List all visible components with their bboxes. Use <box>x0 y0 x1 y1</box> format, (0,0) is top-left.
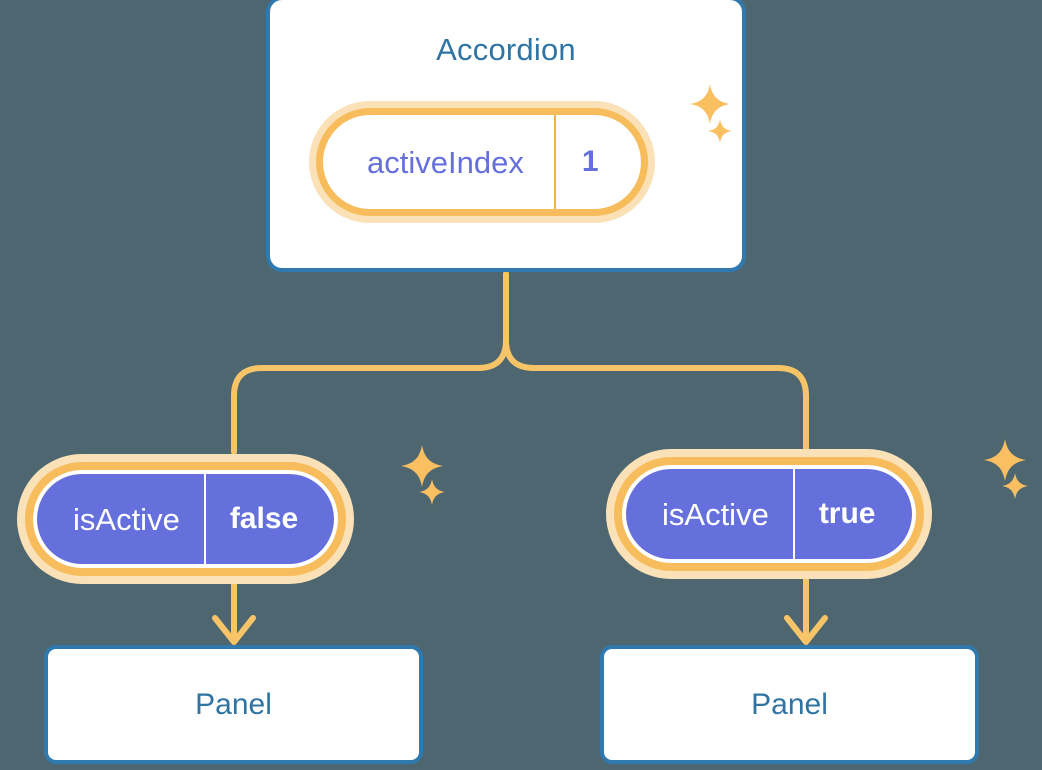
state-value-label: 1 <box>553 115 641 209</box>
state-value-label: true <box>792 469 912 559</box>
state-value-label: false <box>203 474 334 564</box>
sparkle-large-icon <box>983 438 1027 482</box>
sparkle-small-icon <box>707 118 733 144</box>
sparkle-large-icon <box>400 444 444 488</box>
panel-label: Panel <box>751 687 828 721</box>
state-pill-active-index[interactable]: activeIndex 1 <box>316 108 648 216</box>
sparkle-small-icon <box>418 478 446 506</box>
state-pill-is-active-left[interactable]: isActive false <box>33 470 339 568</box>
component-card-accordion[interactable]: Accordion activeIndex 1 <box>266 0 746 272</box>
arrowhead-left <box>212 615 256 645</box>
arrowhead-right <box>784 615 828 645</box>
connector-root-to-right <box>503 271 809 455</box>
sparkle-small-icon <box>1001 472 1029 500</box>
state-key-label: activeIndex <box>367 144 524 180</box>
panel-label: Panel <box>195 687 272 721</box>
page-title: Accordion <box>436 32 576 67</box>
state-key-label: isActive <box>73 501 180 537</box>
sparkle-large-icon <box>689 83 731 125</box>
panel-box-left[interactable]: Panel <box>44 645 423 764</box>
connector-root-to-left <box>231 271 509 455</box>
panel-box-right[interactable]: Panel <box>600 645 979 764</box>
state-pill-is-active-right[interactable]: isActive true <box>622 465 916 563</box>
state-key-label: isActive <box>662 496 769 532</box>
